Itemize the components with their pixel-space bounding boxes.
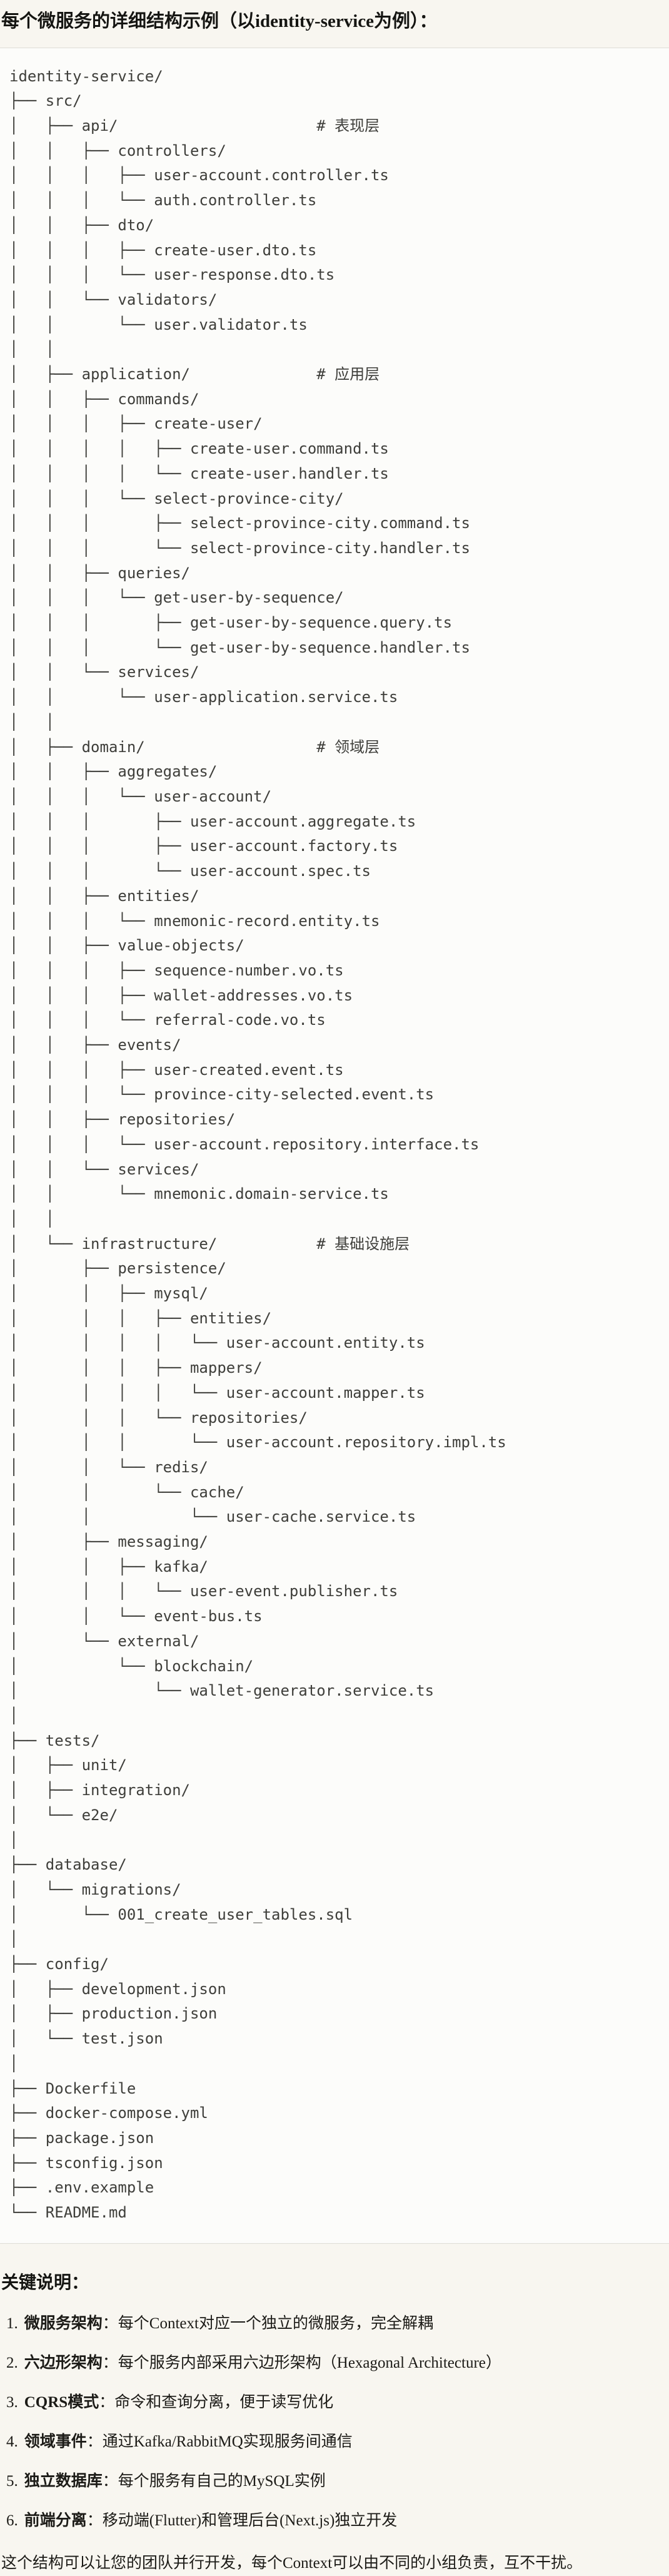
notes-heading: 关键说明：: [1, 2273, 89, 2293]
list-item: 6. 前端分离：移动端(Flutter)和管理后台(Next.js)独立开发: [0, 2510, 669, 2532]
list-item-label: 前端分离: [24, 2512, 87, 2529]
list-item-label: 微服务架构: [24, 2314, 103, 2332]
list-item-number: 1.: [6, 2314, 18, 2332]
list-item-colon: ：: [99, 2393, 115, 2411]
list-item-text: 通过Kafka/RabbitMQ实现服务间通信: [102, 2433, 353, 2450]
list-item-number: 6.: [6, 2512, 18, 2529]
list-item-label: 六边形架构: [24, 2354, 103, 2371]
list-item: 2. 六边形架构：每个服务内部采用六边形架构（Hexagonal Architec…: [0, 2352, 669, 2375]
list-item-colon: ：: [86, 2512, 103, 2529]
list-item-text: 移动端(Flutter)和管理后台(Next.js)独立开发: [102, 2512, 398, 2529]
list-item-colon: ：: [86, 2433, 103, 2450]
list-item-text: 每个Context对应一个独立的微服务，完全解耦: [118, 2314, 433, 2332]
list-item-text: 命令和查询分离，便于读写优化: [114, 2393, 334, 2411]
list-item: 3. CQRS模式：命令和查询分离，便于读写优化: [0, 2391, 669, 2414]
list-item-number: 4.: [6, 2433, 18, 2450]
list-item-text: 每个服务有自己的MySQL实例: [118, 2472, 326, 2490]
directory-tree-code-block: identity-service/ ├── src/ │ ├── api/ # …: [0, 47, 669, 2244]
list-item-label: CQRS模式: [24, 2393, 99, 2411]
page-title: 每个微服务的详细结构示例（以identity-service为例）：: [1, 11, 438, 31]
list-item-number: 2.: [6, 2354, 18, 2371]
list-item: 4. 领域事件：通过Kafka/RabbitMQ实现服务间通信: [0, 2431, 669, 2453]
list-item-colon: ：: [102, 2472, 118, 2490]
list-item-number: 5.: [6, 2472, 18, 2490]
list-item-label: 领域事件: [24, 2433, 87, 2450]
list-item-text: 每个服务内部采用六边形架构（Hexagonal Architecture）: [118, 2354, 501, 2371]
list-item-colon: ：: [102, 2354, 118, 2371]
notes-list: 1.微服务架构：每个Context对应一个独立的微服务，完全解耦 2.六边形架构…: [0, 2313, 669, 2532]
list-item-number: 3.: [6, 2393, 18, 2411]
list-item: 5. 独立数据库：每个服务有自己的MySQL实例: [0, 2470, 669, 2493]
list-item-label: 独立数据库: [24, 2472, 103, 2490]
list-item-colon: ：: [102, 2314, 118, 2332]
list-item: 1. 微服务架构：每个Context对应一个独立的微服务，完全解耦: [0, 2313, 669, 2335]
closing-paragraph: 这个结构可以让您的团队并行开发，每个Context可以由不同的小组负责，互不干扰…: [1, 2554, 583, 2572]
